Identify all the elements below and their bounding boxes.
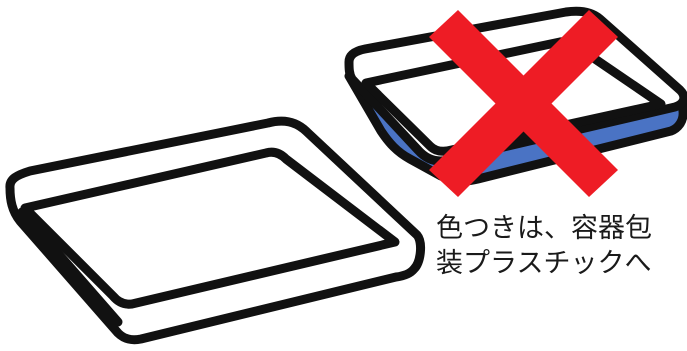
caption-line-1: 色つきは、容器包 xyxy=(436,213,652,244)
prohibited-cross-icon xyxy=(429,10,618,197)
white-tray-icon xyxy=(5,116,426,345)
disposal-caption: 色つきは、容器包 装プラスチックへ xyxy=(436,211,686,281)
caption-line-2: 装プラスチックへ xyxy=(436,248,652,279)
